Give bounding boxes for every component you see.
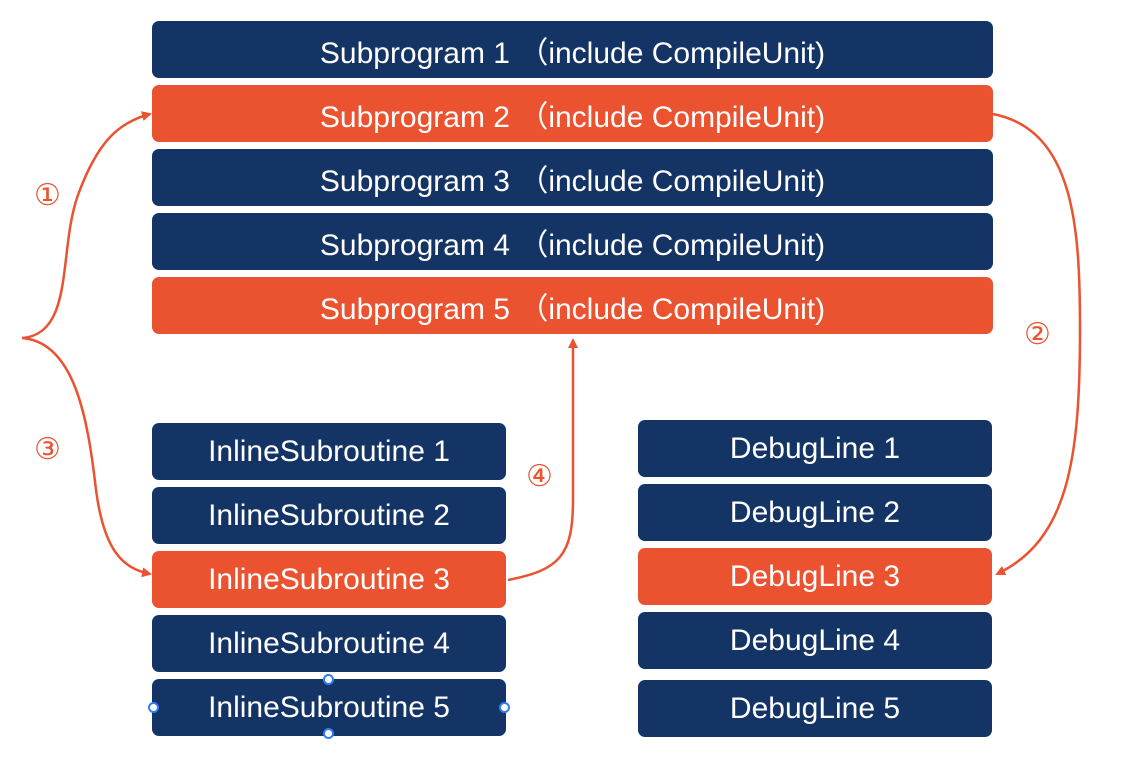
subprogram-2-box[interactable]: Subprogram 2 （include CompileUnit) (152, 85, 993, 142)
inline-subroutine-1-label: InlineSubroutine 1 (208, 434, 450, 468)
debug-line-2-box[interactable]: DebugLine 2 (638, 484, 992, 541)
arrow-3 (21, 336, 152, 578)
subprogram-1-box[interactable]: Subprogram 1 （include CompileUnit) (152, 21, 993, 78)
debug-line-1-label: DebugLine 1 (729, 431, 901, 465)
inline-subroutine-4-label: InlineSubroutine 4 (208, 626, 450, 660)
subprogram-3-box[interactable]: Subprogram 3 （include CompileUnit) (152, 149, 993, 206)
debug-line-1-box[interactable]: DebugLine 1 (638, 420, 992, 477)
debug-line-3-label: DebugLine 3 (729, 559, 901, 593)
arrow-1 (21, 111, 152, 340)
debug-line-5-box[interactable]: DebugLine 5 (638, 680, 992, 737)
subprogram-4-label: Subprogram 4 （include CompileUnit) (319, 228, 826, 262)
debug-line-2-label: DebugLine 2 (729, 495, 901, 529)
inline-subroutine-2-box[interactable]: InlineSubroutine 2 (152, 487, 506, 544)
subprogram-1-label: Subprogram 1 （include CompileUnit) (319, 36, 826, 70)
subprogram-3-label: Subprogram 3 （include CompileUnit) (319, 164, 826, 198)
debug-line-4-label: DebugLine 4 (729, 623, 901, 657)
selection-handle-bottom[interactable] (323, 728, 334, 739)
inline-subroutine-3-box[interactable]: InlineSubroutine 3 (152, 551, 506, 608)
selection-handle-left[interactable] (148, 702, 159, 713)
inline-subroutine-1-box[interactable]: InlineSubroutine 1 (152, 423, 506, 480)
inline-subroutine-3-label: InlineSubroutine 3 (208, 562, 450, 596)
debug-line-3-box[interactable]: DebugLine 3 (638, 548, 992, 605)
step-marker-1: ① (34, 178, 61, 213)
debug-line-4-box[interactable]: DebugLine 4 (638, 612, 992, 669)
inline-subroutine-5-label: InlineSubroutine 5 (208, 690, 450, 724)
selection-handle-right[interactable] (499, 702, 510, 713)
inline-subroutine-5-box[interactable]: InlineSubroutine 5 (152, 679, 506, 736)
step-marker-4: ④ (526, 459, 553, 494)
inline-subroutine-2-label: InlineSubroutine 2 (208, 498, 450, 532)
subprogram-5-label: Subprogram 5 （include CompileUnit) (319, 292, 826, 326)
subprogram-5-box[interactable]: Subprogram 5 （include CompileUnit) (152, 277, 993, 334)
subprogram-2-label: Subprogram 2 （include CompileUnit) (319, 100, 826, 134)
debug-line-5-label: DebugLine 5 (729, 691, 901, 725)
selection-handle-top[interactable] (323, 674, 334, 685)
arrow-2 (992, 112, 1082, 576)
step-marker-2: ② (1024, 317, 1051, 352)
inline-subroutine-4-box[interactable]: InlineSubroutine 4 (152, 615, 506, 672)
step-marker-3: ③ (34, 432, 61, 467)
arrow-4 (507, 338, 578, 582)
subprogram-4-box[interactable]: Subprogram 4 （include CompileUnit) (152, 213, 993, 270)
